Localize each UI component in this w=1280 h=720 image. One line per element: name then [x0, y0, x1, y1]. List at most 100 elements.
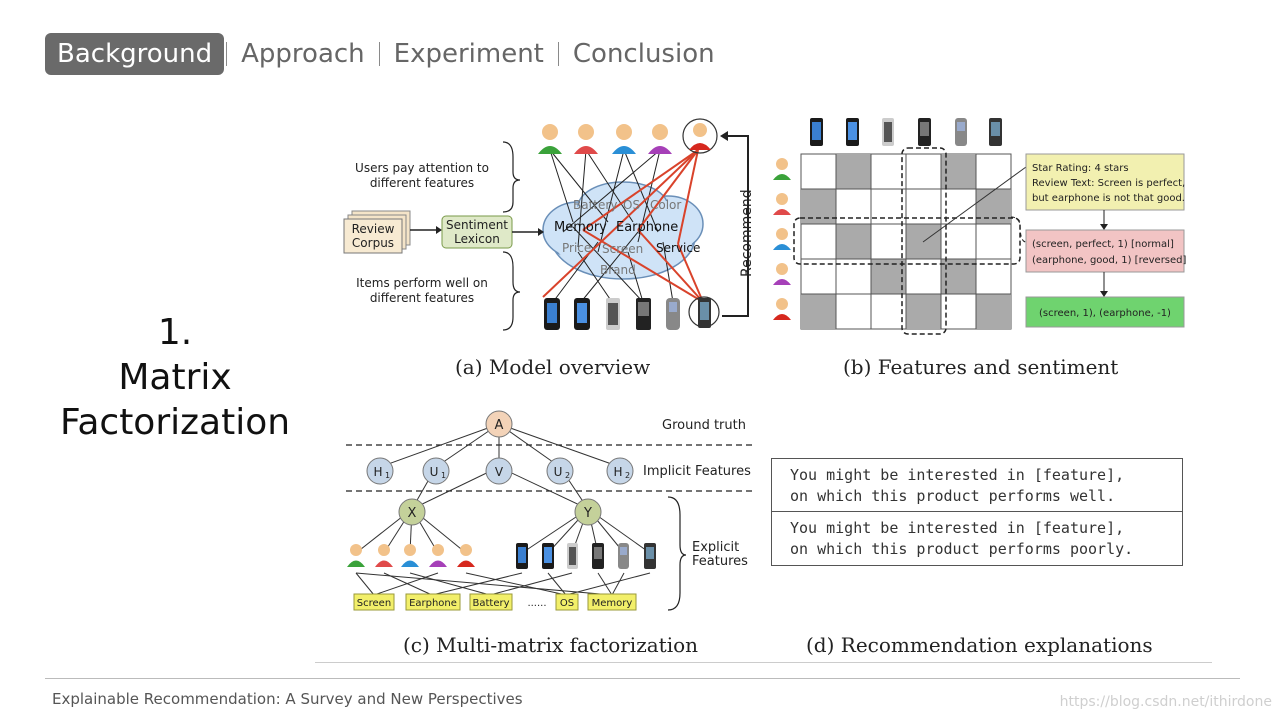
user-icons	[347, 544, 475, 567]
review-corpus-label-1: Review	[352, 222, 395, 236]
nav-experiment[interactable]: Experiment	[393, 39, 544, 69]
extract-box-line-1: (screen, perfect, 1) [normal]	[1032, 239, 1174, 250]
explanation-line: on which this product performs well.	[790, 487, 1116, 505]
user-icon	[773, 193, 791, 215]
feature-tags: Screen Earphone Battery ...... OS Memory	[353, 593, 637, 611]
user-icon	[773, 298, 791, 320]
user-icon	[648, 124, 672, 154]
items-label-1: Items perform well on	[356, 276, 488, 290]
implicit-node-label: H	[613, 465, 622, 479]
watermark: https://blog.csdn.net/ithirdone	[1059, 694, 1272, 710]
figure-a-model-overview: Battery OS Color Memory Earphone Price S…	[343, 118, 755, 331]
user-icon	[347, 544, 365, 567]
recommend-label: Recommend	[739, 189, 755, 277]
user-icon	[773, 228, 791, 250]
cloud-feature: Price	[562, 241, 591, 255]
cloud-feature: Earphone	[616, 220, 678, 235]
node-a: A	[495, 418, 504, 433]
nav-conclusion[interactable]: Conclusion	[572, 39, 715, 69]
user-icon	[773, 158, 791, 180]
feature-tag: OS	[560, 598, 574, 609]
review-box-line-1: Star Rating: 4 stars	[1032, 163, 1129, 174]
implicit-node-sub: 2	[625, 471, 630, 480]
cloud-feature: Service	[656, 241, 700, 255]
explicit-features-label-2: Features	[692, 554, 748, 569]
phone-icons	[544, 296, 720, 330]
implicit-features-label: Implicit Features	[643, 464, 751, 479]
implicit-node-label: U	[430, 465, 439, 479]
cloud-feature: Color	[650, 198, 681, 212]
section-title-line1: Matrix	[118, 357, 232, 398]
red-connections	[542, 149, 704, 303]
explanation-line: You might be interested in [feature],	[790, 466, 1125, 484]
figure-divider	[315, 662, 1212, 663]
review-corpus: Review Corpus	[343, 210, 411, 254]
footer-text: Explainable Recommendation: A Survey and…	[52, 690, 523, 708]
explanation-line: on which this product performs poorly.	[790, 540, 1134, 558]
user-icon	[457, 544, 475, 567]
items-label-2: different features	[370, 291, 474, 305]
cloud-feature: OS	[623, 198, 640, 212]
sentiment-box: (screen, 1), (earphone, -1)	[1039, 308, 1171, 319]
feature-tag: Battery	[472, 598, 509, 609]
implicit-node-sub: 1	[441, 471, 446, 480]
users-label-2: different features	[370, 176, 474, 190]
user-icons	[773, 158, 791, 320]
implicit-node-label: U	[554, 465, 563, 479]
sentiment-lexicon-label-1: Sentiment	[446, 218, 508, 232]
section-number: 1.	[157, 312, 193, 353]
feature-tag: Memory	[592, 598, 633, 609]
nav-separator	[378, 42, 380, 66]
explanation-line: You might be interested in [feature],	[790, 519, 1125, 537]
implicit-node-label: H	[373, 465, 382, 479]
user-icon	[538, 124, 562, 154]
top-nav: Background Approach Experiment Conclusio…	[45, 33, 727, 75]
nav-separator	[557, 42, 559, 66]
implicit-node-sub: 1	[385, 471, 390, 480]
explanation-box-2: You might be interested in [feature], on…	[771, 511, 1183, 566]
user-icon	[401, 544, 419, 567]
nav-separator	[226, 42, 228, 66]
figure-c-caption: (c) Multi-matrix factorization	[403, 633, 699, 657]
implicit-node-label: V	[495, 465, 504, 479]
nav-background[interactable]: Background	[45, 33, 225, 75]
connections	[549, 149, 674, 303]
user-icon	[773, 263, 791, 285]
ground-truth-label: Ground truth	[662, 418, 746, 433]
section-title-line2: Factorization	[59, 402, 291, 443]
cloud-feature: Battery	[573, 198, 617, 212]
cloud-feature: Screen	[602, 242, 643, 256]
rating-matrix	[793, 147, 1027, 335]
user-icons	[538, 118, 718, 154]
cloud-feature: Memory	[554, 220, 607, 235]
phone-icon	[618, 543, 629, 569]
phone-icons	[516, 543, 656, 569]
feature-tag: Screen	[357, 598, 391, 609]
feature-tag: Earphone	[409, 598, 457, 609]
phone-icons	[810, 118, 1002, 146]
figure-c-multi-matrix: A H 1 U 1 V U 2 H 2 X Y Screen	[346, 410, 755, 611]
node-y: Y	[583, 506, 592, 521]
figure-b-caption: (b) Features and sentiment	[843, 355, 1119, 379]
feature-tag-ellipsis: ......	[527, 598, 546, 609]
review-box-line-2: Review Text: Screen is perfect,	[1032, 178, 1185, 189]
users-label-1: Users pay attention to	[355, 161, 489, 175]
cloud-feature: Brand	[600, 263, 636, 277]
nav-approach[interactable]: Approach	[241, 39, 365, 69]
review-corpus-label-2: Corpus	[352, 236, 394, 250]
user-icon	[612, 124, 636, 154]
user-icon	[429, 544, 447, 567]
explicit-features-label-1: Explicit	[692, 540, 739, 555]
section-title: 1. Matrix Factorization	[40, 310, 310, 445]
implicit-node-sub: 2	[565, 471, 570, 480]
figure-b-features-sentiment: Star Rating: 4 stars Review Text: Screen…	[773, 118, 1187, 335]
footer-divider	[45, 678, 1240, 679]
implicit-nodes: H 1 U 1 V U 2 H 2	[366, 457, 634, 485]
extract-box-line-2: (earphone, good, 1) [reversed]	[1032, 255, 1187, 266]
user-icon	[682, 118, 718, 154]
figure-d-caption: (d) Recommendation explanations	[806, 633, 1153, 657]
user-icon	[375, 544, 393, 567]
figure-a-caption: (a) Model overview	[455, 355, 651, 379]
node-x: X	[408, 506, 417, 521]
user-icon	[574, 124, 598, 154]
